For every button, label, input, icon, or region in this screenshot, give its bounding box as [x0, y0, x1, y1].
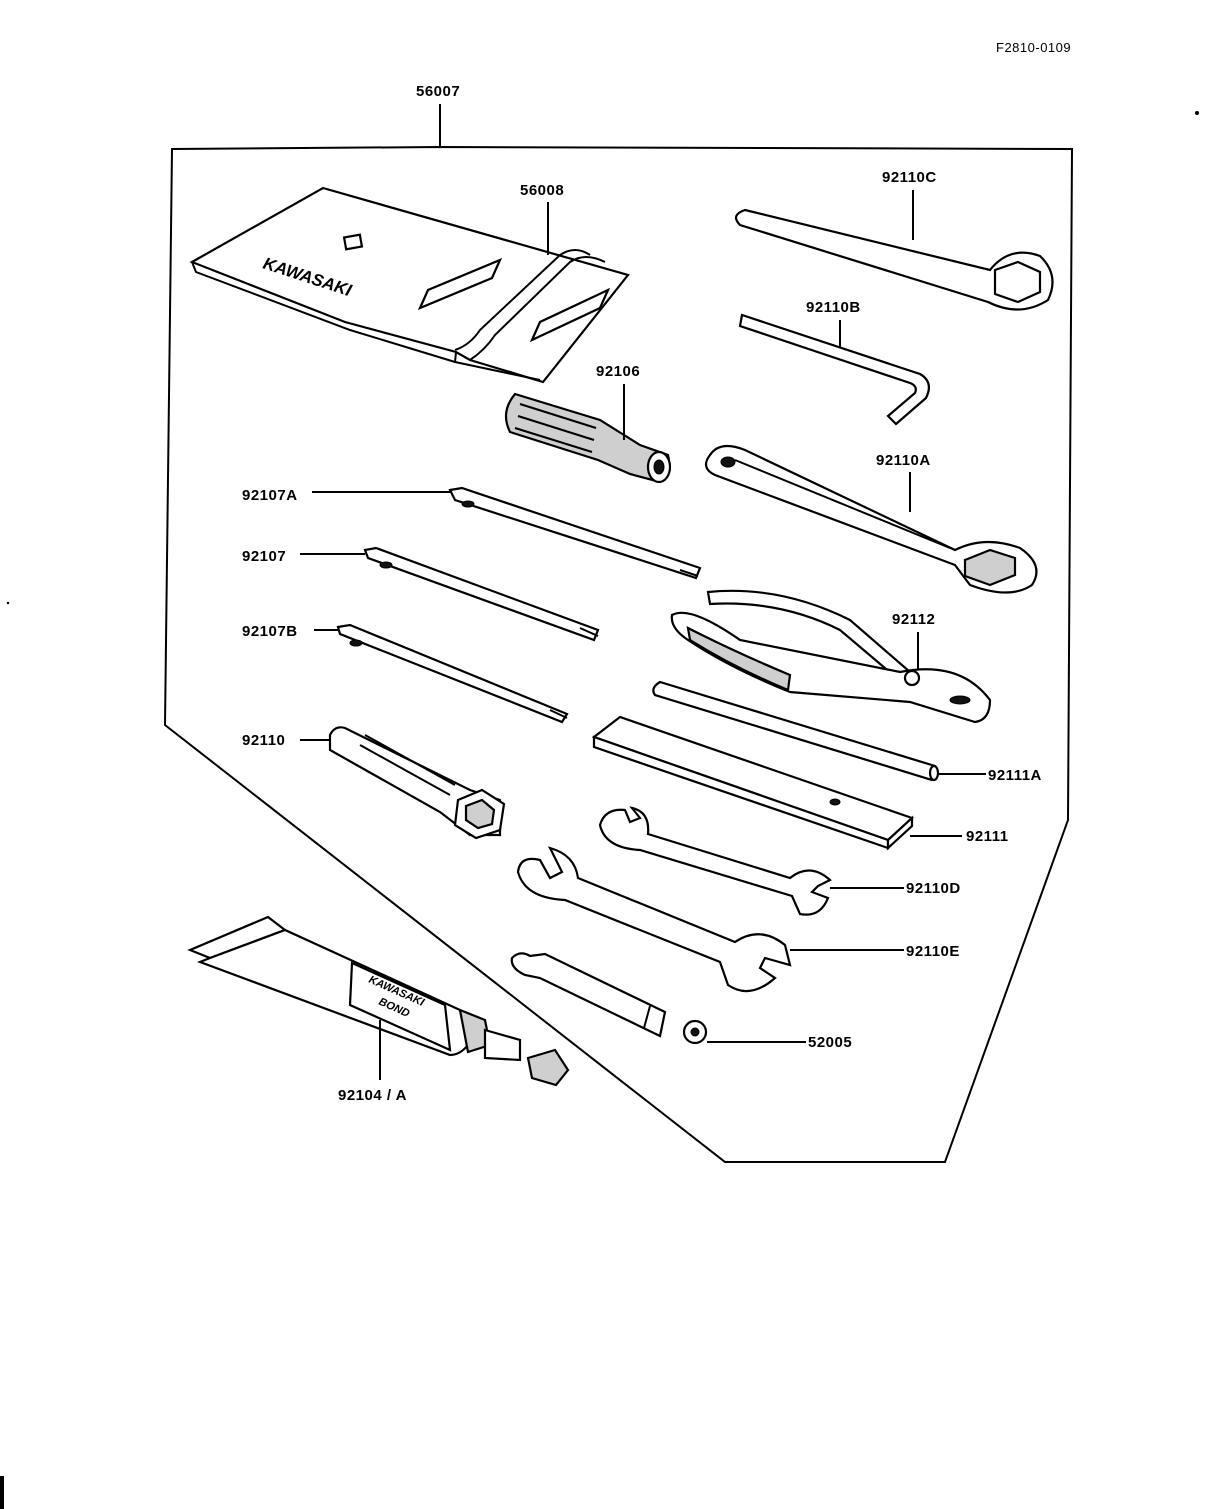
bar-92111a [652, 680, 940, 782]
label-56008: 56008 [520, 182, 564, 199]
label-92110b: 92110B [806, 299, 861, 316]
label-92107a: 92107A [242, 487, 298, 504]
label-92110a: 92110A [876, 452, 931, 469]
open-wrench-92110d [598, 806, 832, 916]
label-52005: 52005 [808, 1034, 852, 1051]
label-92107: 92107 [242, 548, 286, 565]
tool-bag: KAWASAKI [189, 186, 630, 384]
label-92112: 92112 [892, 611, 935, 628]
open-wrench-92110e [516, 846, 792, 993]
document-code: F2810-0109 [996, 40, 1071, 55]
label-92110e: 92110E [906, 943, 960, 960]
label-92110d: 92110D [906, 880, 961, 897]
flat-bar [591, 715, 915, 851]
hex-key [738, 313, 931, 426]
kit-outline [163, 146, 1074, 1163]
screwdriver-92107 [363, 546, 600, 642]
label-92110: 92110 [242, 732, 285, 749]
label-92106: 92106 [596, 363, 640, 380]
speck-mark [1195, 111, 1199, 115]
edge-mark [0, 1476, 4, 1509]
label-92111: 92111 [966, 828, 1009, 845]
wrench-92110c [734, 208, 1054, 311]
label-92110c: 92110C [882, 169, 937, 186]
bond-tube: KAWASAKI BOND [187, 915, 570, 1087]
screwdriver-92107a [448, 486, 702, 580]
tool-handle [504, 392, 672, 484]
pliers [670, 589, 992, 724]
ring-wrench-92110a [704, 444, 1038, 594]
label-92104-a: 92104 / A [338, 1087, 407, 1104]
screwdriver-92107b [336, 623, 569, 724]
label-92107b: 92107B [242, 623, 298, 640]
label-92111a: 92111A [988, 767, 1042, 784]
spark-plug-wrench [328, 726, 506, 840]
spoke-wrench [510, 952, 708, 1045]
label-56007: 56007 [416, 83, 460, 100]
speck-mark [6, 601, 10, 605]
